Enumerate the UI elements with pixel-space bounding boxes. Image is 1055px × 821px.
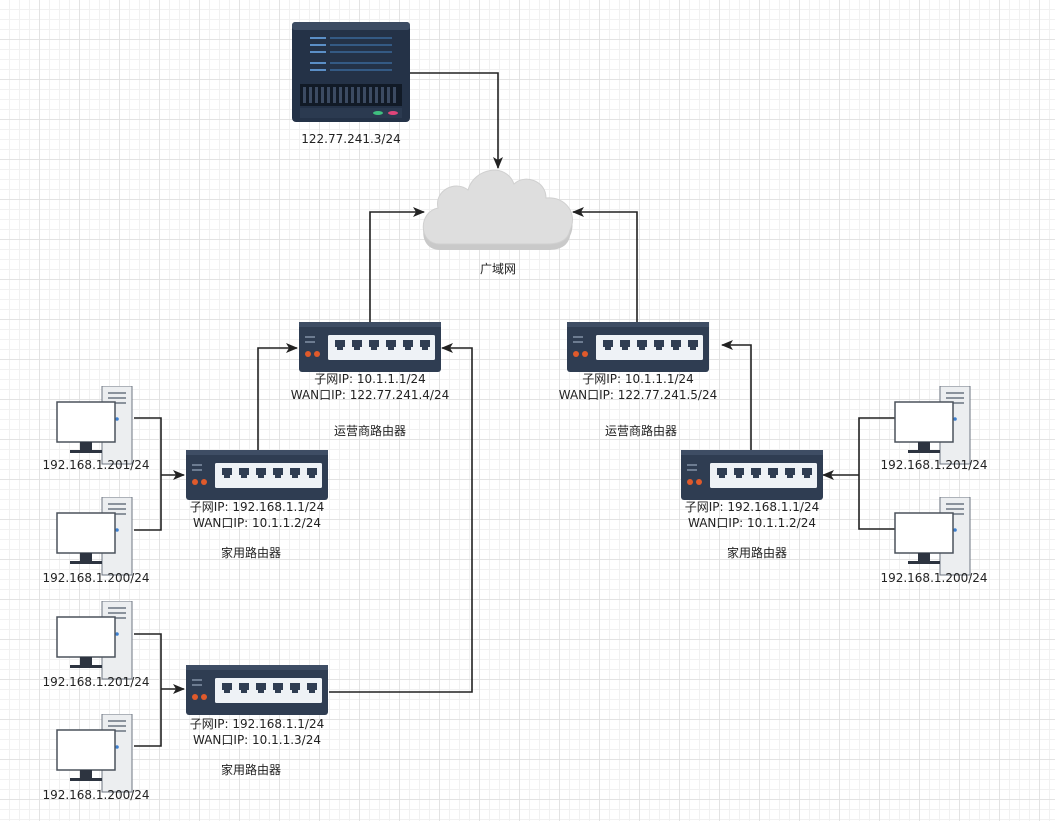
pc-icon[interactable] [56,497,133,576]
home-left-bottom-name-label: 家用路由器 [220,763,282,777]
pc-ip-label: 192.168.1.200/24 [42,571,150,585]
server-ip-label: 122.77.241.3/24 [301,132,401,146]
isp-left-name-label: 运营商路由器 [333,424,407,438]
home-router-left-top-icon[interactable] [186,450,328,500]
home-left-top-subnet-label: 子网IP: 192.168.1.1/24 [189,500,325,514]
link-home-left-bottom-isp [329,343,473,693]
link-isp-right-cloud [572,207,638,322]
link-pc-r1 [858,417,895,475]
server-icon[interactable] [292,22,410,122]
isp-left-wan-label: WAN口IP: 122.77.241.4/24 [290,388,450,402]
pc-ip-label: 192.168.1.201/24 [880,458,988,472]
link-home-right-isp [721,340,752,450]
isp-right-subnet-label: 子网IP: 10.1.1.1/24 [582,372,694,386]
pc-icon[interactable] [56,601,133,680]
home-right-subnet-label: 子网IP: 192.168.1.1/24 [684,500,820,514]
link-pc-lt2 [134,475,162,531]
isp-left-subnet-label: 子网IP: 10.1.1.1/24 [314,372,426,386]
pc-icon[interactable] [894,386,971,465]
home-left-bottom-subnet-label: 子网IP: 192.168.1.1/24 [189,717,325,731]
cloud-icon [422,169,573,250]
home-router-left-bottom-icon[interactable] [186,665,328,715]
pc-icon[interactable] [56,714,133,793]
isp-right-name-label: 运营商路由器 [604,424,678,438]
link-pc-lt1 [134,417,162,475]
link-pc-lb2 [134,689,162,747]
pc-ip-label: 192.168.1.200/24 [42,788,150,802]
home-left-top-wan-label: WAN口IP: 10.1.1.2/24 [193,516,321,530]
pc-icon[interactable] [56,386,133,465]
link-home-left-top-isp [257,343,298,450]
pc-ip-label: 192.168.1.201/24 [42,458,150,472]
isp-right-wan-label: WAN口IP: 122.77.241.5/24 [558,388,718,402]
link-pc-r2 [858,475,895,530]
home-right-wan-label: WAN口IP: 10.1.1.2/24 [688,516,816,530]
pc-ip-label: 192.168.1.200/24 [880,571,988,585]
link-pc-lb1 [134,633,162,689]
isp-router-left-icon[interactable] [299,322,441,372]
pc-ip-label: 192.168.1.201/24 [42,675,150,689]
cloud-label: 广域网 [479,262,517,276]
home-router-right-icon[interactable] [681,450,823,500]
link-isp-left-cloud [369,207,425,322]
home-left-top-name-label: 家用路由器 [220,546,282,560]
home-left-bottom-wan-label: WAN口IP: 10.1.1.3/24 [193,733,321,747]
home-right-name-label: 家用路由器 [726,546,788,560]
pc-icon[interactable] [894,497,971,576]
isp-router-right-icon[interactable] [567,322,709,372]
link-server-cloud [410,72,503,169]
